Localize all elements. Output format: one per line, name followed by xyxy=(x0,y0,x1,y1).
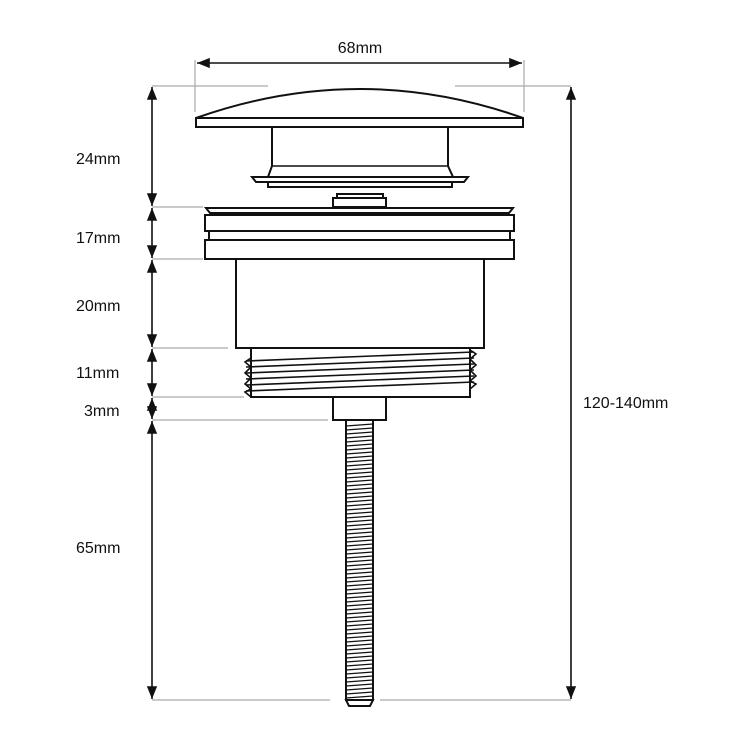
nut xyxy=(332,396,387,421)
rod-thread-line xyxy=(345,495,374,499)
rod-thread-line xyxy=(345,579,374,583)
thread-lines xyxy=(243,349,478,398)
rod-thread-line xyxy=(345,467,374,471)
rod-thread-line xyxy=(345,667,374,671)
rod-thread-line xyxy=(345,523,374,527)
rod-thread-line xyxy=(345,591,374,595)
rod-thread-line xyxy=(345,451,374,455)
seal-flange xyxy=(249,176,471,183)
rod-thread-line xyxy=(345,423,374,427)
rod-thread-line xyxy=(345,479,374,483)
flange-band-lower xyxy=(204,239,515,260)
rod-thread-line xyxy=(345,687,374,691)
rod-thread-line xyxy=(345,471,374,475)
rod-thread-line xyxy=(345,611,374,615)
rod-thread-line xyxy=(345,683,374,687)
rod-threads xyxy=(345,423,374,699)
rod-thread-line xyxy=(345,463,374,467)
rod-thread-line xyxy=(345,551,374,555)
flange-gap xyxy=(208,230,511,241)
rod-thread-line xyxy=(345,575,374,579)
spindle-block-lower xyxy=(332,197,387,208)
segment-label-body: 20mm xyxy=(76,298,120,315)
rod-thread-line xyxy=(345,635,374,639)
rod-thread-line xyxy=(345,639,374,643)
rod-thread-line xyxy=(345,499,374,503)
rod-thread-line xyxy=(345,547,374,551)
segment-label-flange: 17mm xyxy=(76,230,120,247)
rod-thread-line xyxy=(345,435,374,439)
flange-band-upper xyxy=(204,214,515,232)
rod-thread-line xyxy=(345,603,374,607)
rod-thread-line xyxy=(345,427,374,431)
rod-thread-line xyxy=(345,483,374,487)
rod-thread-line xyxy=(345,663,374,667)
rod-thread-line xyxy=(345,503,374,507)
rod-thread-line xyxy=(345,583,374,587)
rod-thread-line xyxy=(345,599,374,603)
rod-thread-line xyxy=(345,455,374,459)
rod-thread-line xyxy=(345,659,374,663)
rod-thread-line xyxy=(345,559,374,563)
rod-thread-line xyxy=(345,539,374,543)
rod-thread-line xyxy=(345,631,374,635)
rod-thread-line xyxy=(345,491,374,495)
cap-stem xyxy=(266,126,455,178)
rod-thread-line xyxy=(345,487,374,491)
cap xyxy=(195,88,524,128)
width-label: 68mm xyxy=(338,40,382,57)
rod-thread-line xyxy=(345,519,374,523)
segment-label-thread: 11mm xyxy=(76,365,119,382)
rod-thread-line xyxy=(345,511,374,515)
rod-thread-line xyxy=(345,459,374,463)
rod-thread-line xyxy=(345,531,374,535)
segment-label-nut: 3mm xyxy=(84,403,120,420)
rod-thread-line xyxy=(345,507,374,511)
rod-thread-line xyxy=(345,535,374,539)
rod-thread-line xyxy=(345,595,374,599)
rod-thread-line xyxy=(345,655,374,659)
rod-thread-line xyxy=(345,431,374,435)
segment-label-rod: 65mm xyxy=(76,540,120,557)
total-height-label: 120-140mm xyxy=(583,395,668,412)
dimension-arrows xyxy=(146,57,577,699)
rod-thread-line xyxy=(345,571,374,575)
rod-thread-line xyxy=(345,543,374,547)
rod-thread-line xyxy=(345,443,374,447)
rod-thread-line xyxy=(345,647,374,651)
rod-thread-line xyxy=(345,563,374,567)
rod-tip xyxy=(344,699,375,707)
rod-thread-line xyxy=(345,555,374,559)
segment-label-cap: 24mm xyxy=(76,151,120,168)
rod-thread-line xyxy=(345,567,374,571)
rod-thread-line xyxy=(345,679,374,683)
rod-thread-line xyxy=(345,695,374,699)
rod-thread-line xyxy=(345,643,374,647)
rod-thread-line xyxy=(345,619,374,623)
seal-ring xyxy=(267,181,453,188)
rod-thread-line xyxy=(345,587,374,591)
rod-thread-line xyxy=(345,475,374,479)
rod-thread-line xyxy=(345,615,374,619)
rod-thread-line xyxy=(345,651,374,655)
rod-thread-line xyxy=(345,515,374,519)
body xyxy=(235,258,485,349)
extension-lines xyxy=(152,60,571,701)
rod-thread-line xyxy=(345,607,374,611)
rod-thread-line xyxy=(345,671,374,675)
rod-thread-line xyxy=(345,623,374,627)
rod-thread-line xyxy=(345,675,374,679)
body-flange xyxy=(203,207,516,214)
rod-thread-line xyxy=(345,691,374,695)
rod-thread-line xyxy=(345,627,374,631)
rod-thread-line xyxy=(345,447,374,451)
rod-thread-line xyxy=(345,439,374,443)
waste-fitting-drawing xyxy=(195,88,524,707)
rod-thread-line xyxy=(345,527,374,531)
